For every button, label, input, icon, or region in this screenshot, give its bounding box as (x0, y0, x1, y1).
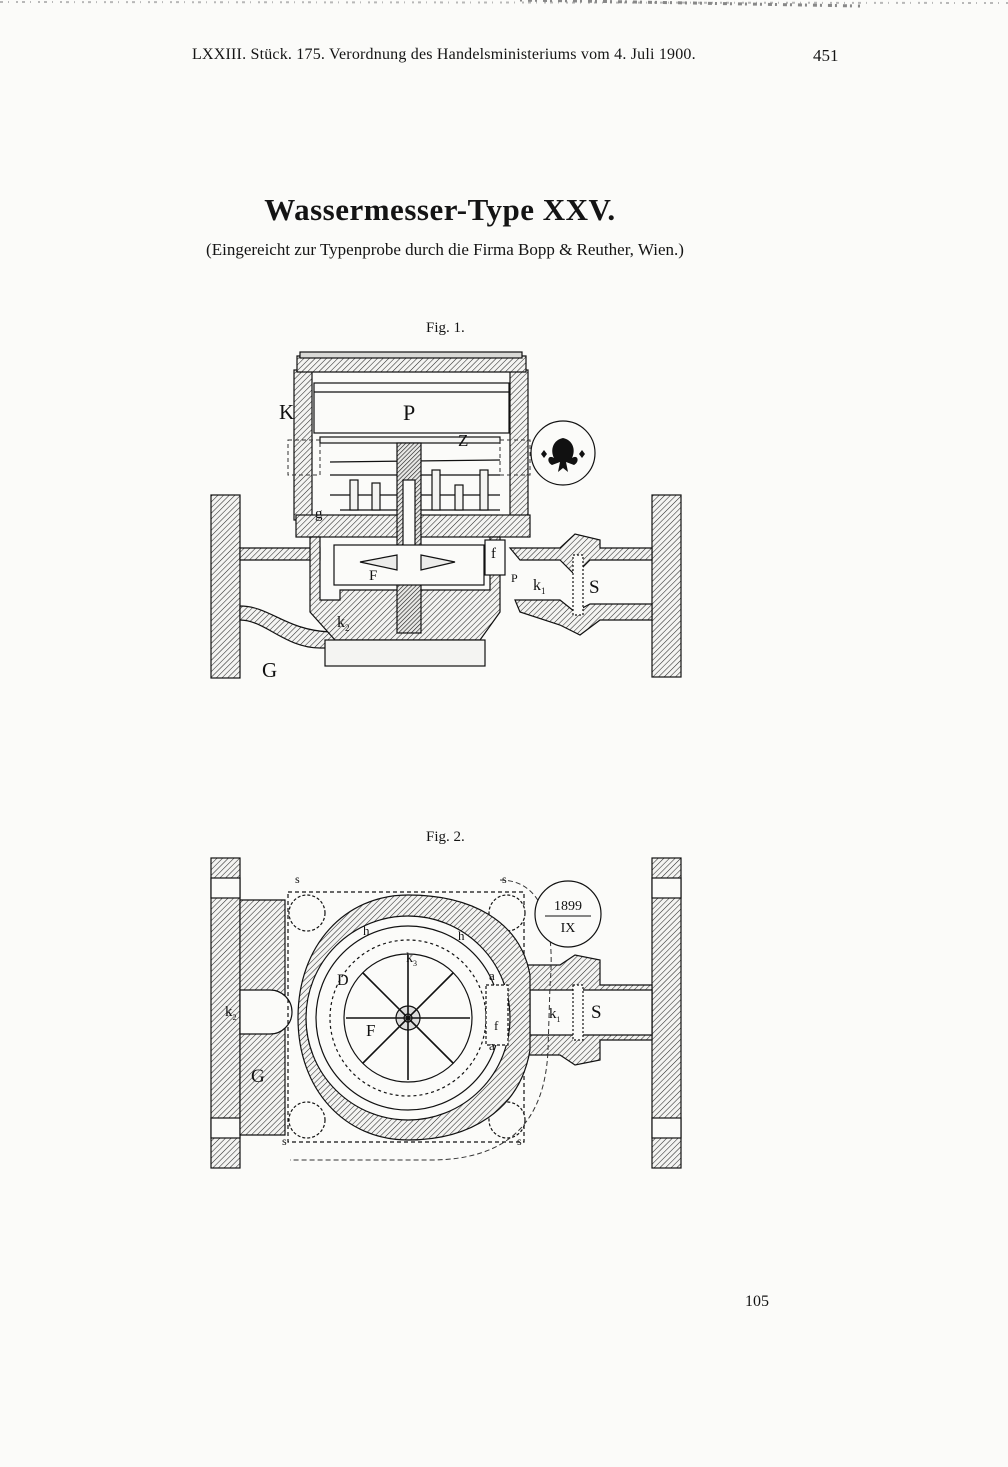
label-s-bottom-left: s (282, 1134, 287, 1148)
label-k2: k2 (337, 614, 350, 633)
label-F: F (369, 568, 377, 584)
label-F: F (366, 1021, 375, 1040)
label-k3: k3 (406, 951, 417, 968)
sheet-number: 105 (745, 1293, 769, 1310)
label-g: g (315, 506, 323, 522)
page-number: 451 (813, 46, 839, 65)
figure-2-caption: Fig. 2. (426, 829, 465, 845)
label-a-bottom: a (489, 1038, 495, 1053)
figure-1-section-drawing: K P Z g f F P k1 S k2 G (210, 351, 682, 682)
label-h-left: h (363, 923, 370, 938)
figure-2-plan-drawing: 1899 IX s s s s h h k3 D F a f a k2 k1 S… (210, 857, 682, 1169)
label-G: G (262, 658, 277, 682)
document-title: Wassermesser-Type XXV. (264, 192, 616, 227)
document-subtitle: (Eingereicht zur Typenprobe durch die Fi… (206, 240, 684, 259)
stamp-numeral: IX (561, 921, 576, 936)
label-s-top-right: s (502, 872, 507, 886)
label-S: S (589, 577, 600, 598)
label-k1: k1 (549, 1006, 561, 1024)
label-h-right: h (458, 928, 465, 943)
figure-1-caption: Fig. 1. (426, 320, 465, 336)
label-k1: k1 (533, 577, 546, 596)
stamp-circle (534, 880, 602, 948)
label-D: D (337, 972, 349, 989)
label-S: S (591, 1002, 602, 1023)
stamp-year: 1899 (554, 899, 582, 914)
label-K: K (279, 400, 294, 424)
label-G: G (251, 1066, 265, 1087)
label-f: f (491, 546, 496, 562)
label-k2: k2 (225, 1004, 237, 1022)
label-f: f (494, 1018, 499, 1033)
label-P: P (403, 400, 415, 425)
label-s-top-left: s (295, 872, 300, 886)
label-p: P (511, 571, 518, 585)
label-a-top: a (489, 968, 495, 983)
label-Z: Z (458, 431, 468, 450)
label-s-bottom-right: s (517, 1134, 522, 1148)
scan-edge-noise (0, 0, 1008, 8)
running-header: LXXIII. Stück. 175. Verordnung des Hande… (192, 46, 696, 63)
